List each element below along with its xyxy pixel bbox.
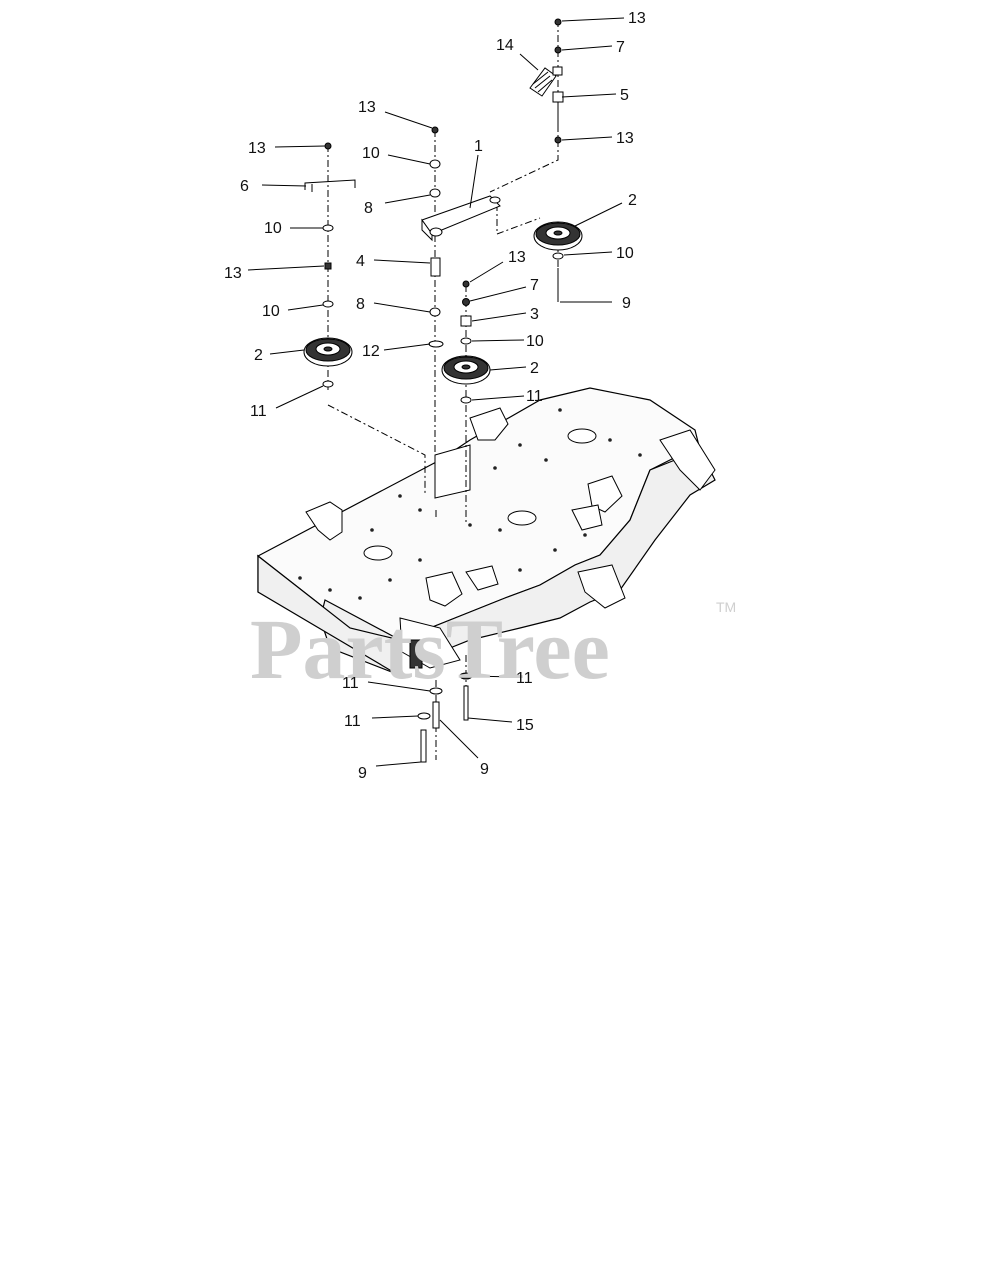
callout-10: 10 <box>262 303 280 320</box>
callout-11: 11 <box>526 388 543 405</box>
callout-11: 11 <box>342 675 359 692</box>
pulley-left <box>303 337 353 367</box>
callout-7: 7 <box>530 277 539 294</box>
callout-1: 1 <box>474 138 483 155</box>
watermark-trademark: TM <box>716 599 736 615</box>
callout-13: 13 <box>224 265 242 282</box>
callout-8: 8 <box>356 296 365 313</box>
callout-15: 15 <box>516 717 534 734</box>
deck-holes <box>298 408 642 600</box>
callout-2: 2 <box>628 192 637 209</box>
callout-labels: 13 7 14 5 13 13 1 10 13 6 8 2 10 10 4 13… <box>224 10 646 782</box>
callout-13: 13 <box>508 249 526 266</box>
callout-7: 7 <box>616 39 625 56</box>
callout-9: 9 <box>480 761 489 778</box>
callout-8: 8 <box>364 200 373 217</box>
callout-10: 10 <box>616 245 634 262</box>
callout-13: 13 <box>628 10 646 27</box>
callout-12: 12 <box>362 343 380 360</box>
mower-deck <box>256 387 716 678</box>
pulley-center <box>441 355 491 385</box>
callout-13: 13 <box>248 140 266 157</box>
callout-5: 5 <box>620 87 629 104</box>
leader-lines <box>247 17 625 767</box>
watermark-text: PartsTree <box>250 601 610 697</box>
callout-9: 9 <box>358 765 367 782</box>
callout-4: 4 <box>356 253 365 270</box>
callout-10: 10 <box>264 220 282 237</box>
callout-14: 14 <box>496 37 514 54</box>
callout-10: 10 <box>526 333 544 350</box>
callout-9: 9 <box>622 295 631 312</box>
callout-13: 13 <box>358 99 376 116</box>
callout-13: 13 <box>616 130 634 147</box>
callout-2: 2 <box>530 360 539 377</box>
callout-11: 11 <box>516 670 533 687</box>
hardware-parts <box>304 18 564 763</box>
callout-3: 3 <box>530 306 539 323</box>
callout-2: 2 <box>254 347 263 364</box>
callout-6: 6 <box>240 178 249 195</box>
callout-11: 11 <box>250 403 267 420</box>
callout-10: 10 <box>362 145 380 162</box>
pulley-right <box>533 221 583 251</box>
callout-11: 11 <box>344 713 361 730</box>
